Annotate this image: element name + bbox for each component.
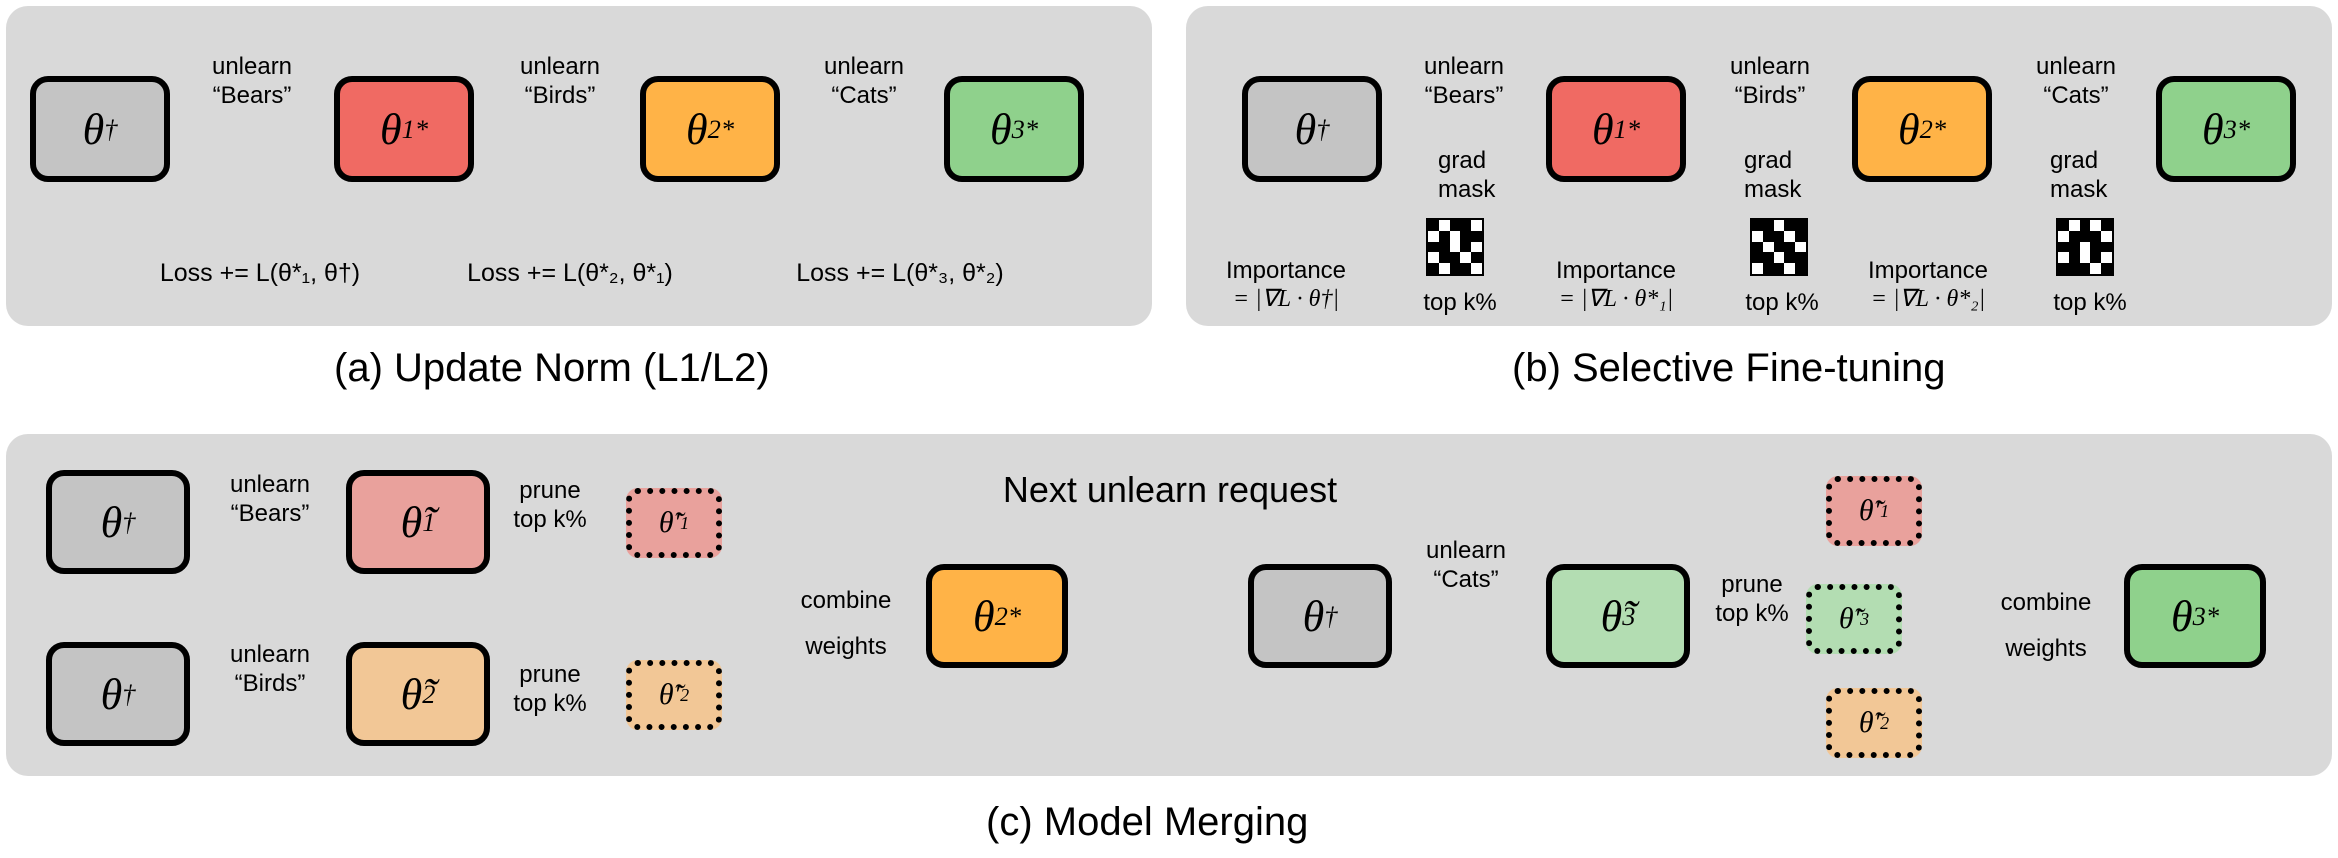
panel-b-topk-2: top k% — [1745, 289, 1819, 316]
panel-c-prune-label-1: prune top k% — [513, 477, 587, 534]
panel-c-caption: (c) Model Merging — [986, 800, 1309, 844]
panel-b-caption: (b) Selective Fine-tuning — [1512, 346, 1946, 390]
panel-c-finetuned-2: θ̃2 — [346, 642, 490, 746]
panel-b-step-2-label: unlearn“Birds” — [1729, 53, 1811, 110]
panel-c-base-model-1: θ† — [46, 470, 190, 574]
panel-a-loss-3: Loss += L(θ*₃, θ*₂) — [796, 259, 1004, 287]
panel-a-caption: (a) Update Norm (L1/L2) — [334, 346, 770, 390]
panel-a-loss-2: Loss += L(θ*₂, θ*₁) — [467, 259, 673, 287]
panel-b-importance-3: Importance= |∇L · θ*₂| — [1867, 257, 1989, 313]
panel-a-loss-1: Loss += L(θ*₁, θ†) — [159, 259, 361, 287]
panel-b-step-3-label: unlearn“Cats” — [2035, 53, 2117, 110]
panel-a-model-theta-dagger: θ† — [30, 76, 170, 182]
panel-a-step-3-label: unlearn“Cats” — [823, 53, 905, 110]
panel-c-pruned-3b: θ̃′3 — [1806, 584, 1902, 654]
binary-mask-icon — [1750, 218, 1808, 276]
panel-c-combine-label-1: combine weights — [800, 587, 892, 660]
panel-b-importance-1: Importance= |∇L · θ†| — [1225, 257, 1347, 313]
panel-c-pruned-3a: θ̃′1 — [1826, 476, 1922, 546]
panel-b-model-theta-dagger: θ† — [1242, 76, 1382, 182]
panel-c-pruned-2: θ̃′2 — [626, 660, 722, 730]
panel-c-base-model-2: θ† — [46, 642, 190, 746]
panel-c-pruned-1: θ̃′1 — [626, 488, 722, 558]
panel-c-prune-label-2: prune top k% — [513, 661, 587, 718]
panel-c-base-model-3: θ† — [1248, 564, 1392, 668]
panel-a-step-1-label: unlearn“Bears” — [211, 53, 293, 110]
panel-c-combine-label-2: combine weights — [2000, 589, 2092, 662]
panel-c-finetuned-3: θ̃3 — [1546, 564, 1690, 668]
binary-mask-icon — [2056, 218, 2114, 276]
panel-c-pruned-3c: θ̃′2 — [1826, 688, 1922, 758]
panel-c-step-bears-label: unlearn“Bears” — [229, 471, 311, 528]
panel-b-grad-mask-2: grad mask — [1744, 147, 1802, 204]
panel-b-step-1-label: unlearn“Bears” — [1423, 53, 1505, 110]
panel-b-grad-mask-1: grad mask — [1438, 147, 1496, 204]
panel-b-topk-3: top k% — [2053, 289, 2127, 316]
binary-mask-icon — [1426, 218, 1484, 276]
panel-c-finetuned-1: θ̃1 — [346, 470, 490, 574]
panel-c-step-birds-label: unlearn“Birds” — [229, 641, 311, 698]
panel-c-step-cats-label: unlearn“Cats” — [1425, 537, 1507, 594]
panel-b-topk-1: top k% — [1423, 289, 1497, 316]
panel-c-next-request-label: Next unlearn request — [1002, 469, 1338, 510]
panel-c-prune-label-3: prune top k% — [1715, 571, 1789, 628]
panel-a-step-2-label: unlearn“Birds” — [519, 53, 601, 110]
panel-b-grad-mask-3: grad mask — [2050, 147, 2108, 204]
panel-b-importance-2: Importance= |∇L · θ*₁| — [1555, 257, 1677, 313]
